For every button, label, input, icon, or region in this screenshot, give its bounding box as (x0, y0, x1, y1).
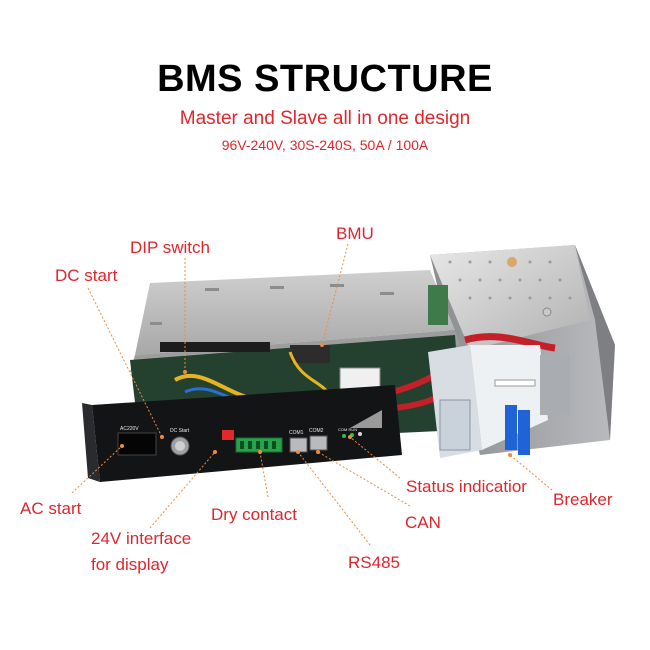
leader-24v (149, 451, 216, 529)
label-bmu: BMU (336, 224, 374, 243)
spec-line: 96V-240V, 30S-240S, 50A / 100A (221, 137, 429, 153)
leader-rs485 (297, 451, 371, 546)
leader-breaker (509, 454, 553, 491)
label-can: CAN (405, 513, 441, 532)
leader-can (317, 451, 411, 507)
label-status-indication: Status indicatior (406, 477, 527, 496)
label-dc-start: DC start (55, 266, 118, 285)
panel-mark-com1: COM1 (289, 430, 304, 436)
panel-mark-com2: COM2 (309, 428, 324, 434)
label-for-display: for display (91, 555, 169, 574)
breaker-unit (428, 345, 570, 458)
front-panel (82, 385, 402, 482)
leader-lines (71, 243, 553, 546)
label-rs485: RS485 (348, 553, 400, 572)
leader-bmu (321, 243, 349, 346)
panel-mark-dc-start: DC Start (170, 428, 190, 434)
panel-mark-com-run: COM RUN (338, 427, 357, 432)
leader-endpoints (120, 343, 512, 457)
page-title: BMS STRUCTURE (157, 58, 493, 100)
label-dry-contact: Dry contact (211, 505, 297, 524)
panel-mark-ac: AC220V (120, 426, 139, 432)
label-dip-switch: DIP switch (130, 238, 210, 257)
page-subtitle: Master and Slave all in one design (179, 108, 471, 129)
label-24v-interface: 24V interface (91, 529, 192, 548)
label-ac-start: AC start (20, 499, 82, 518)
leader-ac-start (71, 445, 123, 494)
leader-status (349, 436, 401, 479)
label-breaker: Breaker (553, 490, 613, 509)
